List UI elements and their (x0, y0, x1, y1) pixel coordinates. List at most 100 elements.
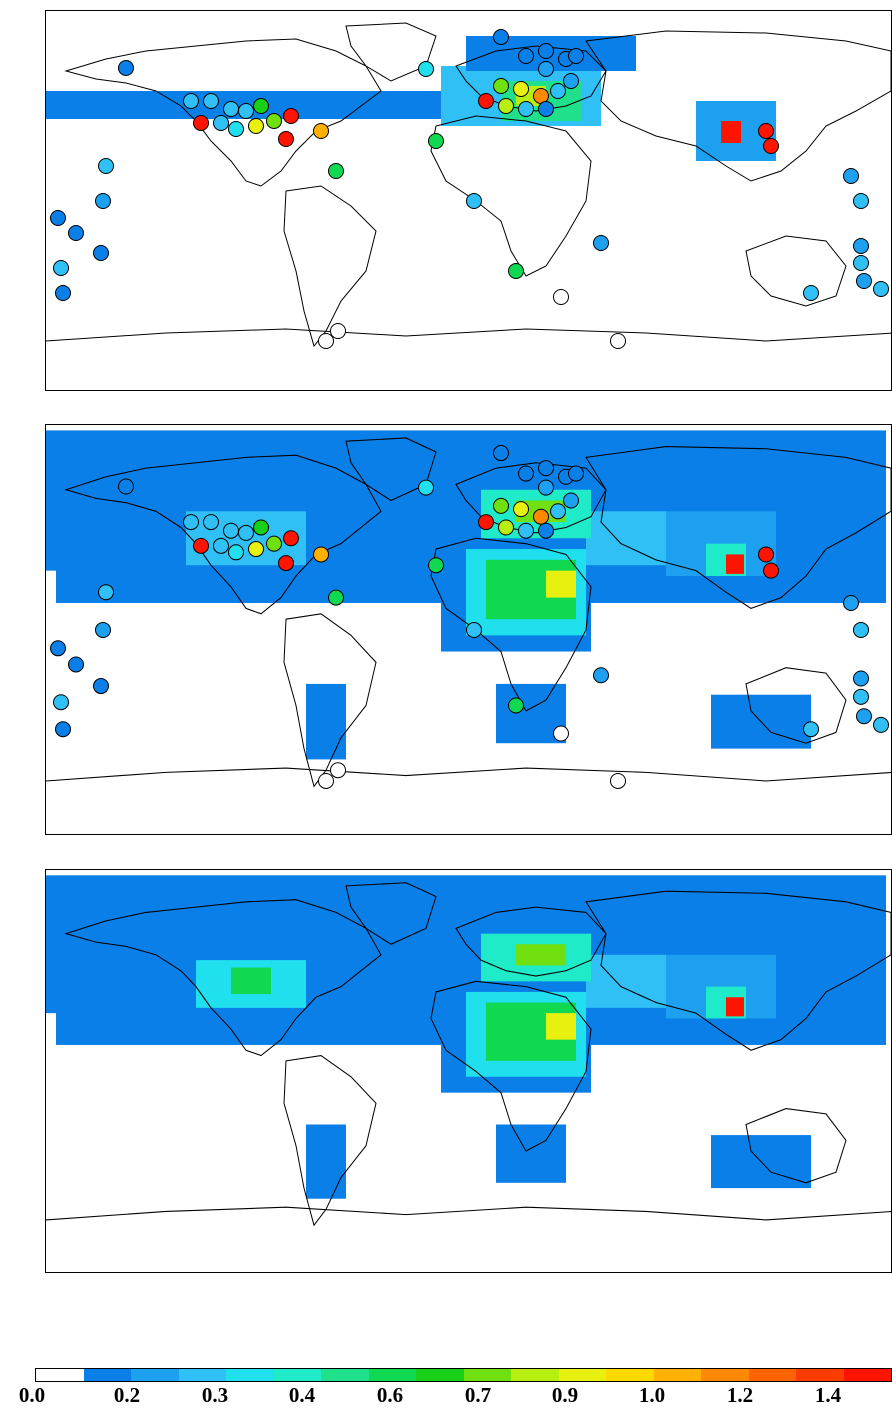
coastline (455, 45, 607, 112)
station-marker (610, 333, 626, 349)
colorbar-segment (83, 1369, 131, 1381)
station-marker (593, 667, 609, 684)
coastline (585, 30, 891, 182)
coastline (64, 38, 382, 187)
colorbar-segment (368, 1369, 416, 1381)
colorbar-tick-7: 1.0 (638, 1383, 666, 1407)
model-field-cell (721, 121, 741, 143)
station-marker (550, 503, 566, 520)
station-marker (93, 245, 109, 261)
station-marker (493, 445, 509, 462)
station-marker (518, 522, 534, 539)
map-panel-bottom (45, 869, 892, 1273)
map-panel-top (45, 10, 892, 391)
coastline (345, 882, 437, 945)
station-marker (478, 514, 494, 531)
station-marker (508, 263, 524, 279)
station-marker (763, 562, 779, 579)
station-marker (550, 83, 566, 99)
station-marker (118, 478, 134, 495)
station-marker (853, 255, 869, 271)
station-marker (553, 289, 569, 305)
station-marker (538, 460, 554, 477)
colorbar-segment (558, 1369, 606, 1381)
model-field-cell (726, 554, 744, 574)
station-marker (763, 138, 779, 154)
station-marker (758, 546, 774, 563)
station-marker (428, 133, 444, 149)
colorbar-segment (843, 1369, 891, 1381)
station-marker (856, 273, 872, 289)
coastline (455, 462, 607, 534)
station-marker (538, 101, 554, 117)
station-marker (68, 656, 84, 673)
station-marker (513, 81, 529, 97)
station-marker (183, 93, 199, 109)
coastline (64, 899, 382, 1057)
station-marker (328, 163, 344, 179)
model-field-cell (586, 954, 666, 1008)
colorbar-segment (131, 1369, 179, 1381)
colorbar-segment (226, 1369, 274, 1381)
station-marker (278, 131, 294, 147)
station-marker (568, 48, 584, 64)
colorbar-segment (606, 1369, 654, 1381)
coastline (345, 437, 437, 502)
colorbar-tick-labels: 0.0 0.2 0.3 0.4 0.6 0.7 0.9 1.0 1.2 1.4 (0, 1383, 892, 1407)
station-marker (538, 479, 554, 496)
colorbar-tick-9: 1.4 (814, 1383, 842, 1407)
station-marker (53, 260, 69, 276)
station-marker (55, 721, 71, 738)
map-panel-middle (45, 424, 892, 835)
station-marker (610, 772, 626, 789)
colorbar-segment (178, 1369, 226, 1381)
colorbar-segment (701, 1369, 749, 1381)
station-marker (493, 29, 509, 45)
station-marker (318, 772, 334, 789)
station-marker (248, 118, 264, 134)
station-marker (228, 544, 244, 561)
colorbar-segment (511, 1369, 559, 1381)
station-marker (203, 93, 219, 109)
model-field-cell (306, 683, 346, 760)
station-marker (313, 123, 329, 139)
station-marker (518, 48, 534, 64)
model-field-cell (46, 430, 56, 571)
coastline (585, 446, 891, 609)
colorbar-tick-6: 0.9 (551, 1383, 579, 1407)
coastline (745, 235, 847, 307)
station-marker (50, 640, 66, 657)
station-marker (203, 514, 219, 531)
station-marker (853, 238, 869, 254)
coastline (345, 22, 437, 82)
station-marker (493, 497, 509, 514)
station-marker (118, 60, 134, 76)
colorbar-segment (36, 1369, 84, 1381)
station-marker (278, 555, 294, 572)
station-marker (568, 465, 584, 482)
station-marker (238, 524, 254, 541)
station-marker (213, 537, 229, 554)
station-marker (493, 78, 509, 94)
station-marker (313, 546, 329, 563)
station-marker (873, 716, 889, 733)
station-marker (328, 589, 344, 606)
station-marker (266, 113, 282, 129)
colorbar-tick-5: 0.7 (464, 1383, 492, 1407)
station-marker (50, 210, 66, 226)
station-marker (193, 537, 209, 554)
coastline (745, 1108, 847, 1184)
station-marker (418, 61, 434, 77)
colorbar-segment (321, 1369, 369, 1381)
station-marker (248, 541, 264, 558)
colorbar-segment (273, 1369, 321, 1381)
model-field-cell (726, 997, 744, 1017)
colorbar-segment (796, 1369, 844, 1381)
model-field-cell (231, 967, 271, 995)
colorbar (35, 1368, 892, 1382)
station-marker (533, 508, 549, 525)
station-marker (238, 103, 254, 119)
station-marker (498, 519, 514, 536)
colorbar-tick-0: 0.0 (18, 1383, 46, 1407)
coastline (430, 115, 592, 277)
